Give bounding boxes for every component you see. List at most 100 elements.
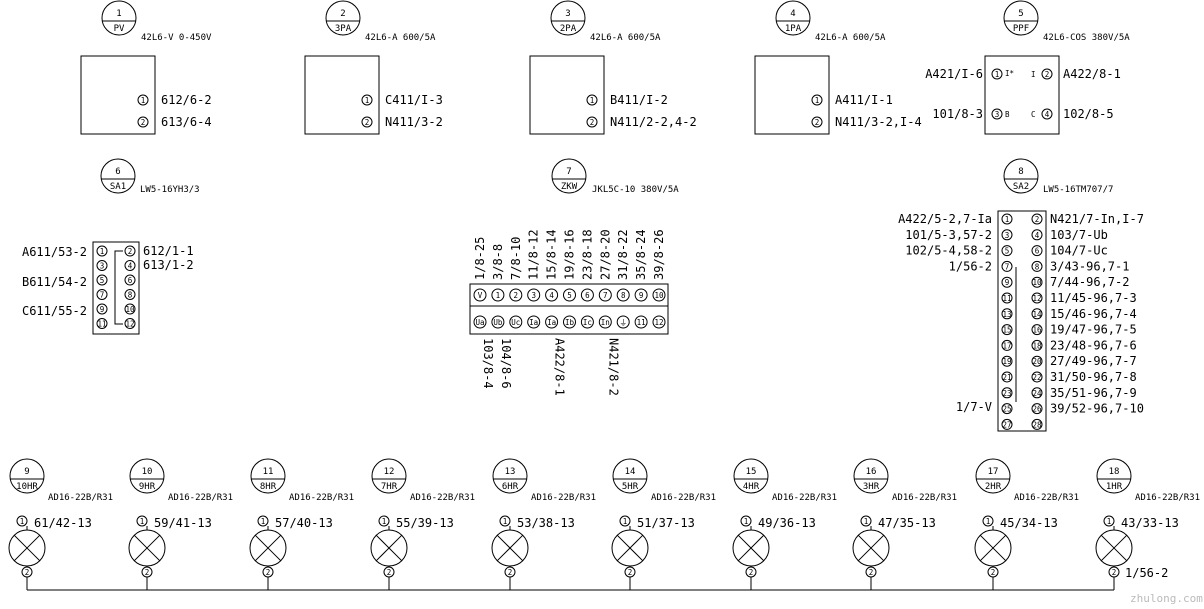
pin-number: 23: [1002, 389, 1011, 398]
pin-number: 2: [387, 568, 392, 577]
pin-circle: [96, 274, 108, 286]
device-tag: SA1: [110, 182, 126, 192]
pin-number: 5: [100, 276, 105, 285]
device-number: 9: [24, 467, 29, 477]
pin-number: Ia: [529, 318, 538, 327]
pin-circle: [509, 288, 523, 302]
meter-box: [984, 55, 1060, 135]
pin-number: 1: [744, 517, 749, 526]
pin-number: Ia: [547, 318, 556, 327]
pin-number: 8: [621, 291, 626, 300]
pin-circle: [991, 68, 1003, 80]
pin-number: 2: [815, 118, 820, 127]
pin-circle: [527, 288, 541, 302]
pin-circle: [1001, 339, 1013, 351]
wire-label: N421/8-2: [606, 338, 620, 396]
pin-number: 9: [1005, 278, 1010, 287]
lamp-cross: [13, 534, 41, 562]
pin-number: 1: [986, 517, 991, 526]
pin-number: 16: [1032, 326, 1042, 335]
wire-label: 15/46-96,7-4: [1050, 307, 1137, 321]
wire-label: 15/8-14: [545, 229, 559, 280]
pin-circle: [634, 288, 648, 302]
pin-circle: [634, 315, 648, 329]
badge-circle: [9, 458, 45, 494]
pin-number: 2: [141, 118, 146, 127]
pin-circle: [1001, 355, 1013, 367]
pin-circle: [586, 94, 598, 106]
badge-circle: [371, 458, 407, 494]
relay-terminal-block: [469, 283, 669, 335]
lamp-cross: [979, 534, 1007, 562]
device-number: 15: [746, 467, 757, 477]
pin-circle: [361, 116, 373, 128]
pin-circle: [598, 288, 612, 302]
pin-number: 2: [514, 291, 519, 300]
device-number: 2: [340, 9, 345, 19]
meter-box: [80, 55, 156, 135]
wire-label: 1/56-2: [949, 259, 992, 273]
pin-number: 7: [603, 291, 608, 300]
wire-label: C611/55-2: [22, 304, 87, 318]
badge-circle: [1003, 158, 1039, 194]
pin-circle: [124, 260, 136, 271]
device-number: 18: [1109, 467, 1120, 477]
pin-number: 9: [100, 305, 105, 314]
device-tag: 3PA: [335, 24, 352, 34]
pin-number: 10: [125, 305, 135, 314]
inner-mark: C: [1031, 110, 1036, 119]
pin-circle: [586, 116, 598, 128]
pin-number: 3: [1005, 231, 1010, 240]
pin-number: 14: [1032, 310, 1042, 319]
pin-circle: [1031, 403, 1043, 415]
badge-circle: [101, 0, 137, 36]
device-tag: ZKW: [561, 182, 578, 192]
pin-number: 1: [496, 291, 501, 300]
badge-circle: [1096, 458, 1132, 494]
device-number: 12: [384, 467, 395, 477]
pin-number: 2: [145, 568, 150, 577]
pin-circle: [740, 515, 752, 527]
pin-number: Ub: [493, 318, 503, 327]
wire-label: 7/44-96,7-2: [1050, 275, 1129, 289]
device-tag: 1HR: [1106, 482, 1123, 492]
pin-number: 1: [141, 96, 146, 105]
pin-number: 28: [1032, 420, 1042, 429]
pin-circle: [545, 288, 559, 302]
meter-spec: 42L6-A 600/5A: [590, 33, 661, 43]
pin-circle: [619, 515, 631, 527]
wire-label: 53/38-13: [517, 516, 575, 530]
pin-circle: [1031, 387, 1043, 399]
pin-circle: [257, 515, 269, 527]
pin-circle: [378, 515, 390, 527]
wire-label: 39/52-96,7-10: [1050, 402, 1144, 416]
pin-circle: [1031, 229, 1043, 241]
device-tag: 2HR: [985, 482, 1002, 492]
wire-label: 39/8-26: [652, 229, 666, 280]
meter-spec: 42L6-V 0-450V: [141, 33, 212, 43]
pin-circle: [1041, 68, 1053, 80]
pin-number: 1: [20, 517, 25, 526]
pin-circle: [860, 515, 872, 527]
wire-label: 102/8-5: [1063, 107, 1114, 121]
wire-label: 103/7-Ub: [1050, 228, 1108, 242]
pin-circle: [16, 515, 28, 527]
wire-label: 27/49-96,7-7: [1050, 354, 1137, 368]
pin-circle: [1031, 245, 1043, 257]
wire-label: 45/34-13: [1000, 516, 1058, 530]
pin-circle: [1031, 371, 1043, 383]
pin-number: V: [478, 291, 483, 300]
wire-label: 57/40-13: [275, 516, 333, 530]
lamp-cross: [1100, 534, 1128, 562]
lamp-cross: [375, 534, 403, 562]
pin-number: 3: [100, 262, 105, 271]
wire-label: 3/8-8: [491, 244, 505, 280]
pin-circle: [652, 315, 666, 329]
pin-circle: [136, 515, 148, 527]
